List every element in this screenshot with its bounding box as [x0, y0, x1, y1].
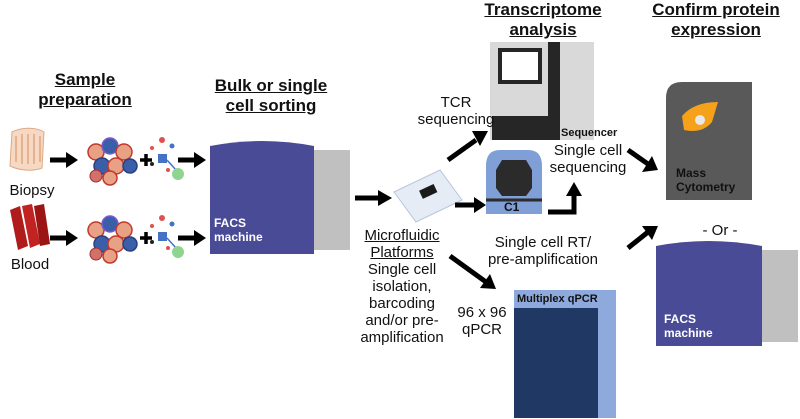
sequencer-icon — [490, 42, 594, 140]
single-cell-sequencing-text: Single cell sequencing — [546, 142, 630, 176]
cell-cluster-blood — [87, 215, 138, 264]
blood-vessel-icon — [10, 204, 50, 250]
facs-label-line1: FACS — [214, 216, 247, 230]
microfluidic-title-line2: Platforms — [370, 244, 434, 261]
header-sample-line1: Sample — [54, 70, 116, 89]
facs-machine-2-icon — [656, 241, 798, 346]
plus-icon — [140, 154, 152, 166]
arrow-chip-to-c1 — [455, 197, 486, 213]
header-transcriptome-line2: analysis — [509, 20, 577, 39]
arrow-to-facs — [178, 230, 206, 246]
microfluidic-desc-line4: and/or pre- — [365, 312, 439, 329]
tcr-line2: sequencing — [417, 111, 495, 128]
microfluidic-desc-line1: Single cell — [367, 261, 437, 278]
arrow-chip-to-tcr — [446, 131, 488, 163]
antibody-reagent-icon — [150, 137, 184, 180]
header-transcriptome-analysis: Transcriptome analysis — [468, 0, 618, 40]
multiplex-qpcr-icon — [514, 290, 616, 418]
sequencer-label: Sequencer — [561, 127, 618, 139]
arrow-biopsy-to-cells — [50, 152, 78, 168]
header-cell-sorting: Bulk or single cell sorting — [196, 76, 346, 116]
facs-label-line2: machine — [214, 230, 263, 244]
arrow-facs-to-chip — [355, 190, 392, 206]
microfluidic-title-line1: Microfluidic — [364, 227, 440, 244]
header-sample-preparation: Sample preparation — [10, 70, 160, 110]
label-biopsy: Biopsy — [9, 182, 55, 199]
facs2-label-line1: FACS — [664, 312, 697, 326]
c1-machine-icon — [486, 150, 542, 214]
arrow-blood-to-cells — [50, 230, 78, 246]
antibody-reagent-icon — [150, 215, 184, 258]
arrow-chip-to-qpcr — [448, 253, 496, 289]
facs-machine-icon — [210, 141, 350, 254]
arrow-c1-to-sequencing — [548, 182, 582, 215]
single-cell-seq-line2: sequencing — [549, 159, 627, 176]
mass-cytometry-label: Mass Cytometry — [676, 166, 735, 194]
microfluidic-desc-line3: barcoding — [369, 295, 435, 312]
microfluidic-desc-line2: isolation, — [372, 278, 432, 295]
mass-cytometry-line2: Cytometry — [676, 180, 736, 194]
facs-label: FACS machine — [214, 216, 263, 244]
tcr-sequencing-text: TCR sequencing — [416, 94, 496, 128]
header-protein-line2: expression — [671, 20, 761, 39]
arrow-to-mass-cytometry — [626, 147, 658, 172]
microfluidic-chip-icon — [393, 169, 463, 223]
cell-cluster-biopsy — [87, 137, 138, 186]
mass-cytometry-line1: Mass — [676, 166, 707, 180]
qpcr-96-text: 96 x 96 qPCR — [452, 304, 512, 338]
biopsy-tissue-icon — [9, 127, 45, 171]
or-label: - Or - — [702, 222, 738, 239]
header-sorting-line1: Bulk or single — [214, 76, 328, 95]
multiplex-qpcr-label: Multiplex qPCR — [517, 293, 598, 305]
plus-icon — [140, 232, 152, 244]
qpcr-line2: qPCR — [461, 321, 502, 338]
rt-line1: Single cell RT/ — [494, 234, 592, 251]
single-cell-rt-text: Single cell RT/ pre-amplification — [478, 234, 608, 268]
rt-line2: pre-amplification — [487, 251, 599, 268]
single-cell-seq-line1: Single cell — [553, 142, 623, 159]
tcr-line1: TCR — [440, 94, 472, 111]
header-transcriptome-line1: Transcriptome — [484, 0, 602, 19]
header-sorting-line2: cell sorting — [225, 96, 317, 115]
facs2-label: FACS machine — [664, 312, 713, 340]
microfluidic-platforms-text: Microfluidic Platforms Single cell isola… — [352, 227, 452, 346]
arrow-to-protein-confirm — [626, 226, 658, 250]
microfluidic-desc-line5: amplification — [360, 329, 444, 346]
c1-label: C1 — [504, 200, 520, 214]
qpcr-line1: 96 x 96 — [457, 304, 507, 321]
header-protein-line1: Confirm protein — [652, 0, 780, 19]
mass-cytometer-icon — [666, 82, 752, 200]
header-sample-line2: preparation — [38, 90, 132, 109]
header-confirm-protein: Confirm protein expression — [636, 0, 796, 40]
arrow-to-facs — [178, 152, 206, 168]
label-blood: Blood — [10, 256, 50, 273]
facs2-label-line2: machine — [664, 326, 713, 340]
